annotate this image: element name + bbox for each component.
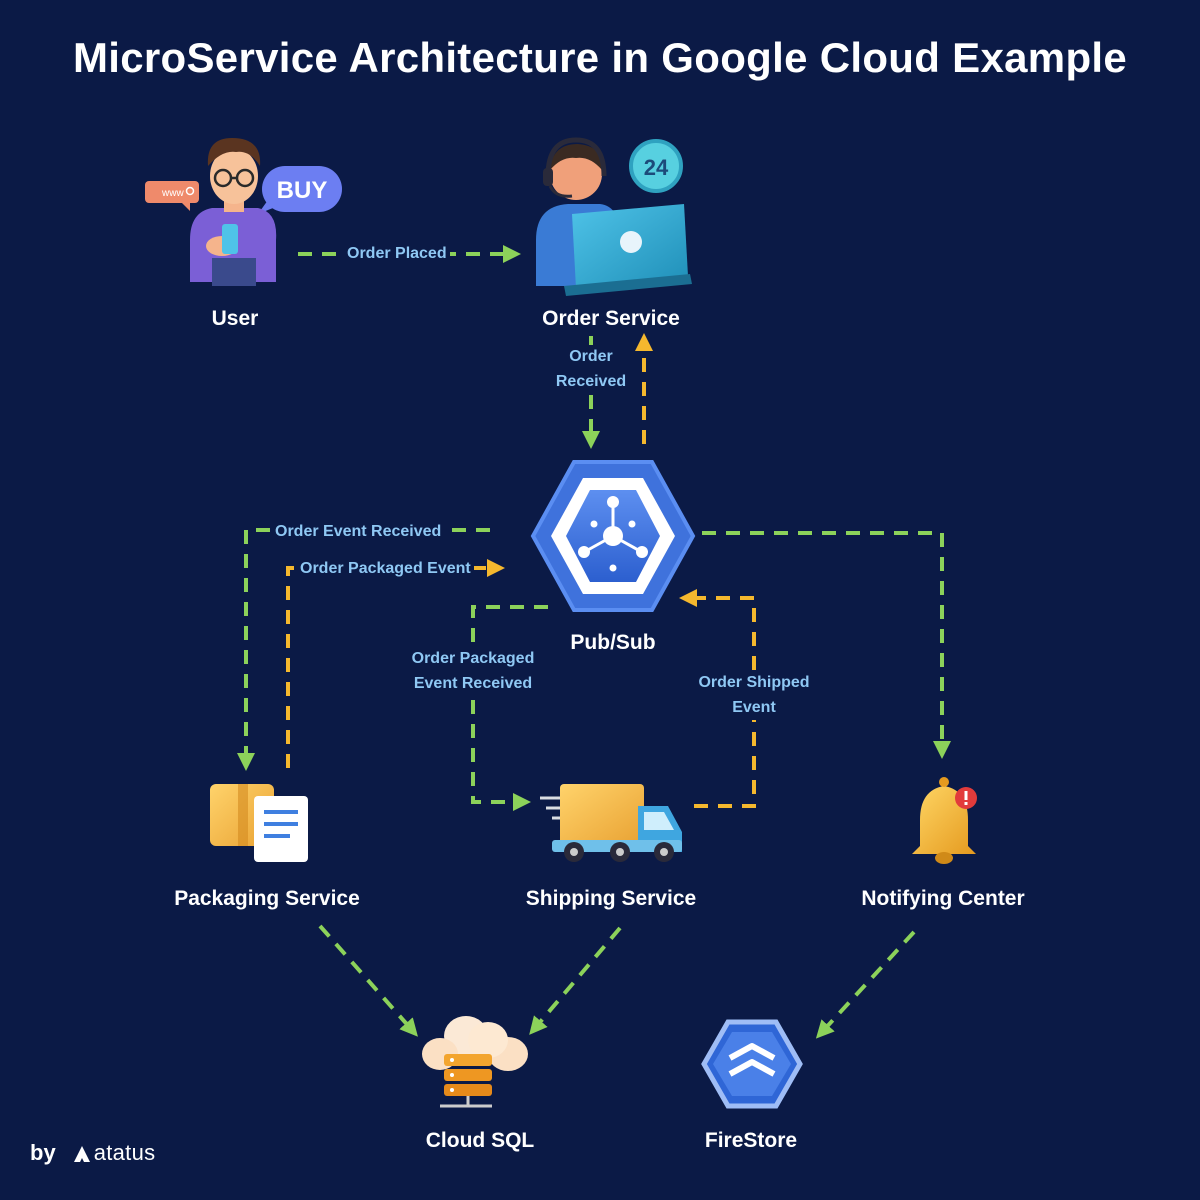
edge-order-packaged-event-received (471, 605, 548, 802)
edge-order-packaged-event (286, 568, 496, 768)
node-label-order-service: Order Service (542, 307, 680, 330)
edge-label-order-received-line1: Order (569, 348, 613, 365)
edge-label-order-shipped-event: Order Shipped Event (694, 670, 814, 720)
edge-label-order-received-line2: Received (555, 373, 627, 390)
delivery-truck-icon (540, 784, 682, 862)
node-label-pubsub: Pub/Sub (570, 631, 656, 654)
edge-label-order-shipped-event-line2: Event (732, 699, 776, 716)
edge-label-order-packaged-event-received-line1: Order Packaged (411, 650, 535, 667)
node-label-notifying-center: Notifying Center (861, 887, 1025, 910)
edge-label-order-packaged-event-received-line2: Event Received (413, 675, 533, 692)
svg-text:BUY: BUY (277, 177, 328, 204)
customer-support-icon: 24 (536, 137, 692, 296)
edge-order-event-received (246, 528, 490, 762)
edge-packaging-to-sql (318, 924, 418, 1037)
edge-label-order-shipped-event-line1: Order Shipped (698, 674, 810, 691)
edge-label-order-received: Order Received (551, 344, 631, 394)
node-label-user: User (211, 307, 259, 330)
page-title: MicroService Architecture in Google Clou… (72, 34, 1128, 81)
edge-pubsub-to-notifying (702, 531, 951, 759)
svg-text:www: www (161, 188, 184, 199)
package-document-icon (210, 784, 308, 862)
pubsub-icon (530, 460, 696, 612)
node-label-firestore: FireStore (704, 1129, 798, 1152)
svg-text:24: 24 (644, 155, 669, 180)
edge-shipping-to-sql (529, 926, 622, 1035)
brand-name: atatus (93, 1140, 156, 1165)
node-label-cloud-sql: Cloud SQL (425, 1129, 535, 1152)
atatus-logo-icon (74, 1146, 90, 1162)
firestore-icon (701, 1019, 803, 1109)
edge-label-order-placed: Order Placed (344, 241, 450, 266)
brand-by: by (30, 1140, 56, 1165)
node-label-shipping-service: Shipping Service (525, 887, 697, 910)
brand-footer: by atatus (30, 1140, 155, 1166)
node-label-packaging-service: Packaging Service (174, 887, 360, 910)
edge-label-order-packaged-event-received: Order Packaged Event Received (404, 646, 542, 696)
user-icon: www BUY (145, 138, 342, 286)
edge-order-shipped-event (688, 598, 756, 808)
notification-bell-icon (912, 777, 977, 864)
edges (246, 245, 951, 1039)
edge-notifying-to-firestore (815, 930, 916, 1039)
cloud-database-icon (422, 1016, 528, 1108)
edge-label-order-packaged-event: Order Packaged Event (297, 556, 474, 581)
edge-label-order-event-received: Order Event Received (272, 519, 445, 544)
